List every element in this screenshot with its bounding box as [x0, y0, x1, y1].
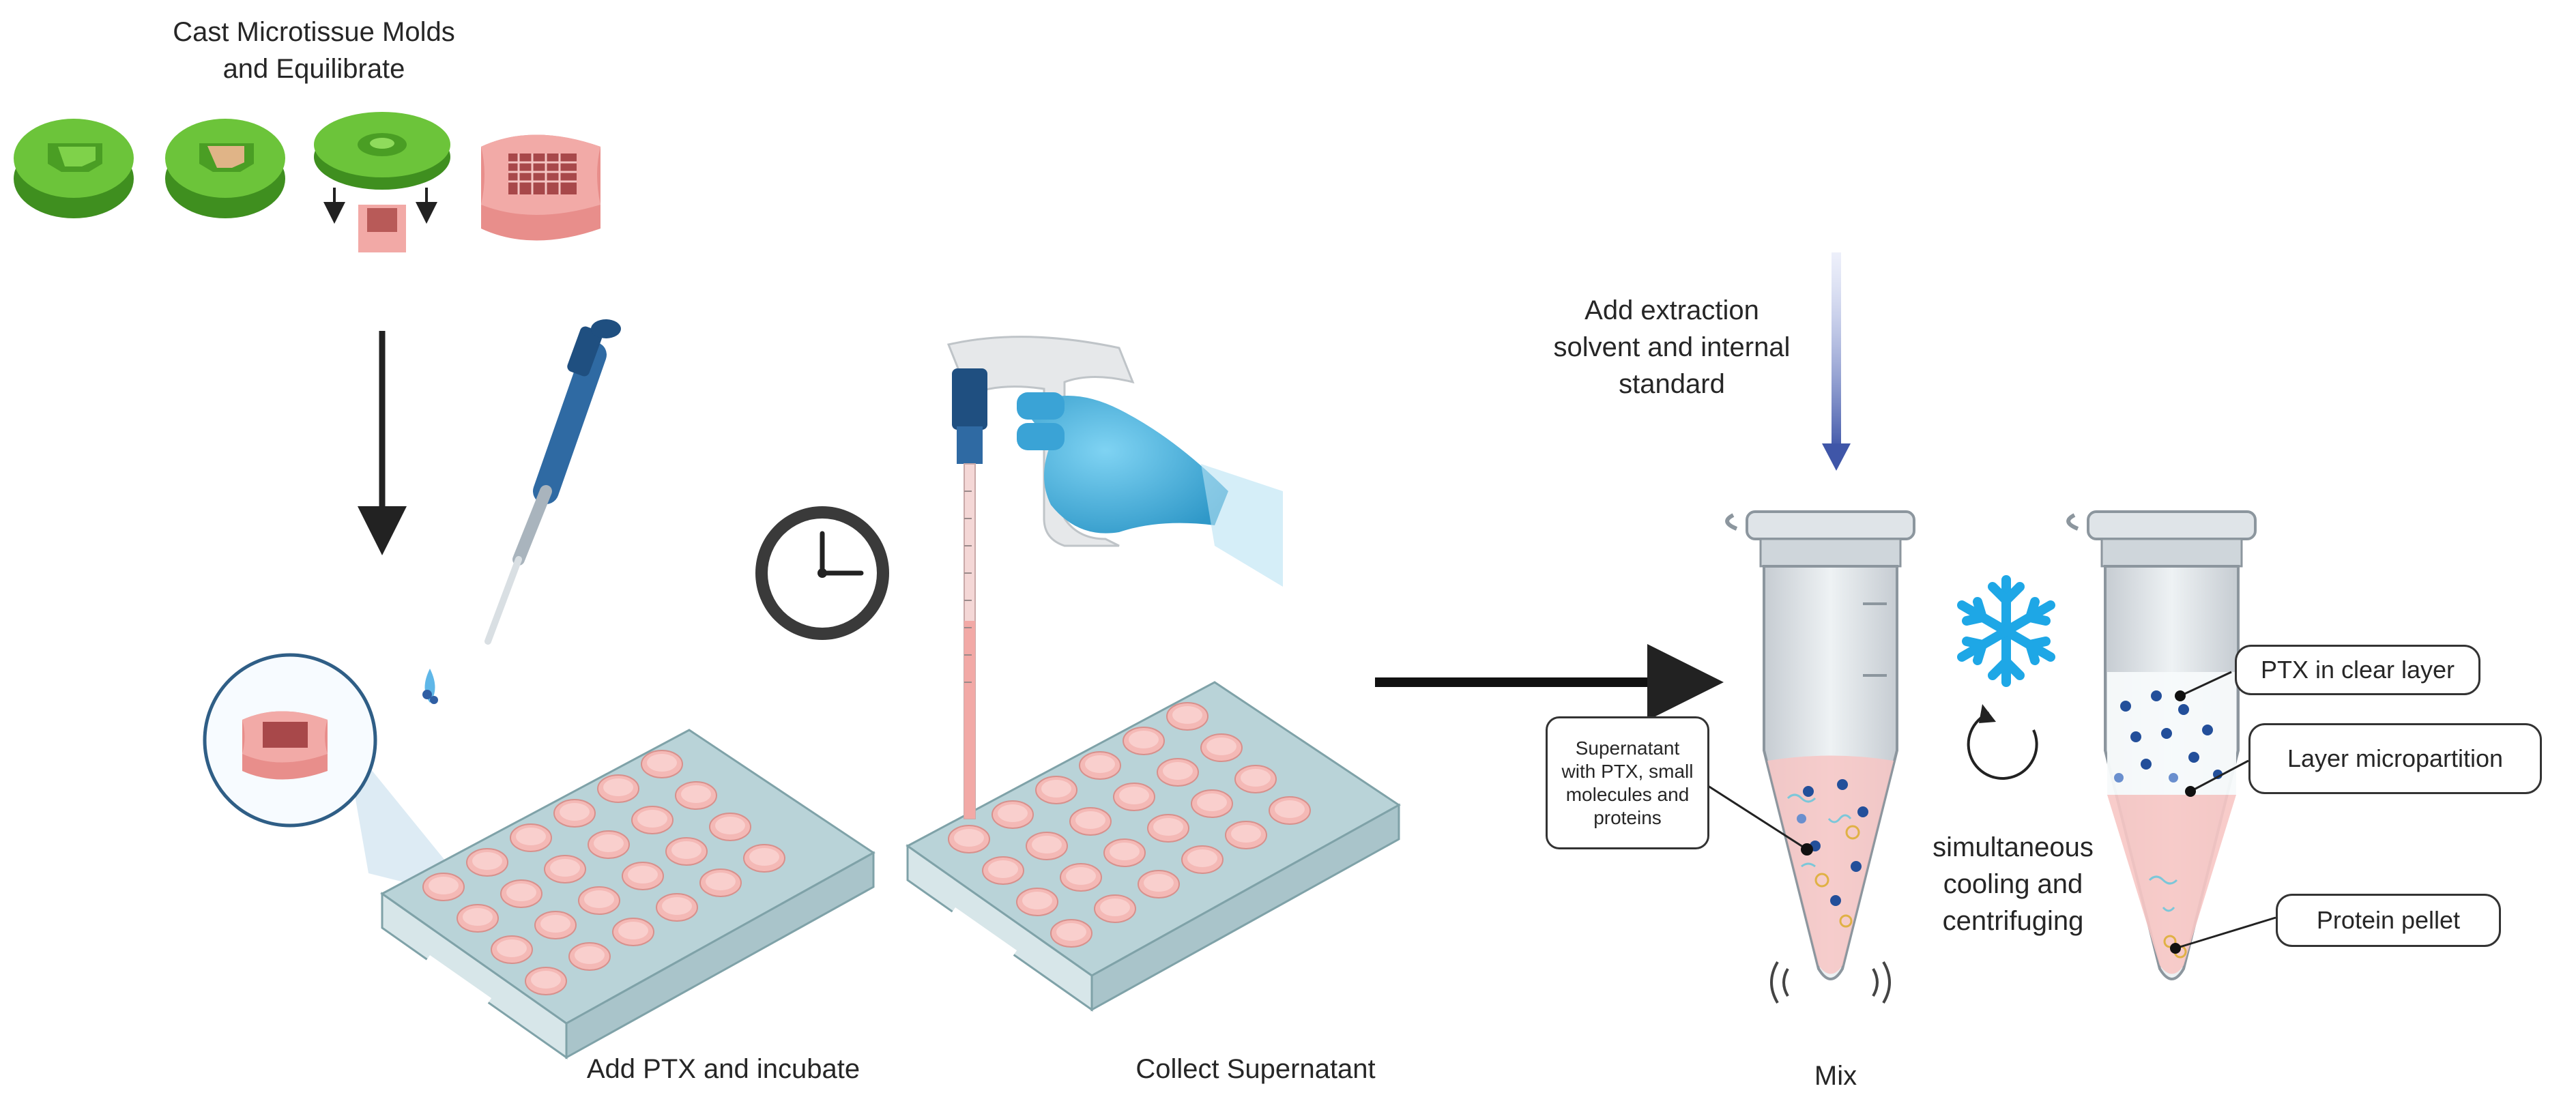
step-add-ptx-label: Add PTX and incubate [586, 1054, 860, 1084]
step-extraction-label: Add extraction solvent and internal stan… [1494, 292, 1849, 403]
callout-supernatant-line1: Supernatant [1575, 737, 1680, 759]
step-extraction-line1: Add extraction [1584, 295, 1759, 325]
callout-supernatant-line2: with PTX, small [1561, 760, 1694, 782]
step-cast-label: Cast Microtissue Molds and Equilibrate [102, 14, 525, 87]
step-collect-label: Collect Supernatant [1135, 1054, 1376, 1084]
callout-supernatant-line4: proteins [1593, 806, 1662, 828]
step-extraction-line3: standard [1619, 369, 1725, 399]
snowflake-icon [1957, 575, 2055, 687]
step-cooling-line1: simultaneous [1933, 832, 2094, 862]
microtissue-mold-icon [314, 112, 450, 252]
microtissue-mold-icon [14, 119, 134, 218]
step-cast-line2: and Equilibrate [222, 54, 405, 84]
step-extraction-line2: solvent and internal [1553, 332, 1791, 362]
step-cooling-label: simultaneous cooling and centrifuging [1883, 829, 2143, 939]
callout-micropartition: Layer micropartition [2248, 723, 2542, 794]
step-cast-line1: Cast Microtissue Molds [173, 17, 455, 47]
callout-supernatant: Supernatant with PTX, small molecules an… [1546, 716, 1709, 849]
callout-ptx-clear: PTX in clear layer [2235, 645, 2480, 695]
microtissue-mold-icon [481, 134, 600, 241]
well-plate-icon [906, 681, 1401, 1012]
step-cooling-line2: cooling and [1943, 869, 2083, 899]
callout-supernatant-line3: molecules and [1565, 783, 1690, 805]
micropipette-icon [422, 319, 621, 704]
step-mix-label: Mix [1814, 1061, 1857, 1091]
microcentrifuge-tube-icon [1725, 510, 1915, 1004]
rotate-icon [1967, 704, 2038, 780]
step-cooling-line3: centrifuging [1942, 906, 2084, 936]
microcentrifuge-tube-icon [2066, 510, 2257, 980]
clock-icon [755, 506, 889, 640]
microtissue-mold-icon [165, 119, 285, 218]
callout-pellet: Protein pellet [2276, 894, 2501, 947]
well-plate-icon [380, 729, 875, 1060]
pipette-controller-icon [946, 336, 1283, 819]
